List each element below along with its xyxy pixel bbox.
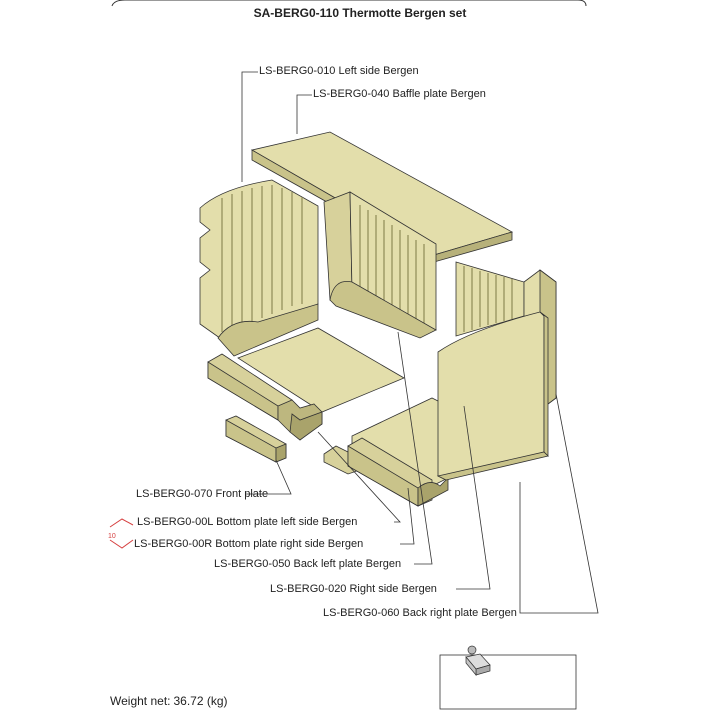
weight-readout: Weight net:36.72 (kg) — [110, 694, 228, 708]
back-left-plate-part — [323, 191, 437, 339]
label-baffle-plate: LS-BERG0-040 Baffle plate Bergen — [313, 88, 486, 100]
bottom-plate-right-part — [323, 397, 449, 507]
label-back-right-plate: LS-BERG0-060 Back right plate Bergen — [323, 607, 517, 619]
title-block — [439, 645, 577, 710]
label-front-plate: LS-BERG0-070 Front plate — [136, 488, 269, 500]
front-plate-part — [225, 415, 287, 463]
label-bottom-plate-right: LS-BERG0-00R Bottom plate right side Ber… — [134, 538, 364, 550]
label-left-side: LS-BERG0-010 Left side Bergen — [259, 65, 419, 77]
left-side-part — [199, 179, 319, 357]
bottom-plate-left-part — [207, 327, 405, 441]
leader-baffle — [296, 94, 312, 134]
leader-bottom-left — [317, 431, 401, 523]
leader-right-side — [456, 405, 491, 590]
weight-label: Weight net: — [110, 694, 171, 708]
leader-back-right — [519, 482, 546, 614]
leader-back-right-2 — [546, 393, 599, 614]
label-back-left-plate: LS-BERG0-050 Back left plate Bergen — [214, 558, 402, 570]
drawing-title: SA-BERG0-110 Thermotte Bergen set — [253, 6, 467, 20]
weight-value: 36.72 (kg) — [173, 694, 228, 708]
revision-mark: 10 — [108, 518, 134, 549]
leader-left-side — [241, 71, 258, 182]
leader-lines — [241, 71, 599, 614]
label-bottom-plate-left: LS-BERG0-00L Bottom plate left side Berg… — [137, 516, 358, 528]
leader-bottom-right — [400, 487, 415, 545]
sheet-border-top — [111, 0, 587, 7]
part-thumbnail-icon — [465, 645, 491, 676]
leader-front-plate — [246, 459, 292, 495]
right-side-part — [436, 311, 549, 481]
leader-back-left — [397, 331, 433, 565]
revision-number: 10 — [108, 533, 116, 540]
label-right-side: LS-BERG0-020 Right side Bergen — [270, 583, 437, 595]
